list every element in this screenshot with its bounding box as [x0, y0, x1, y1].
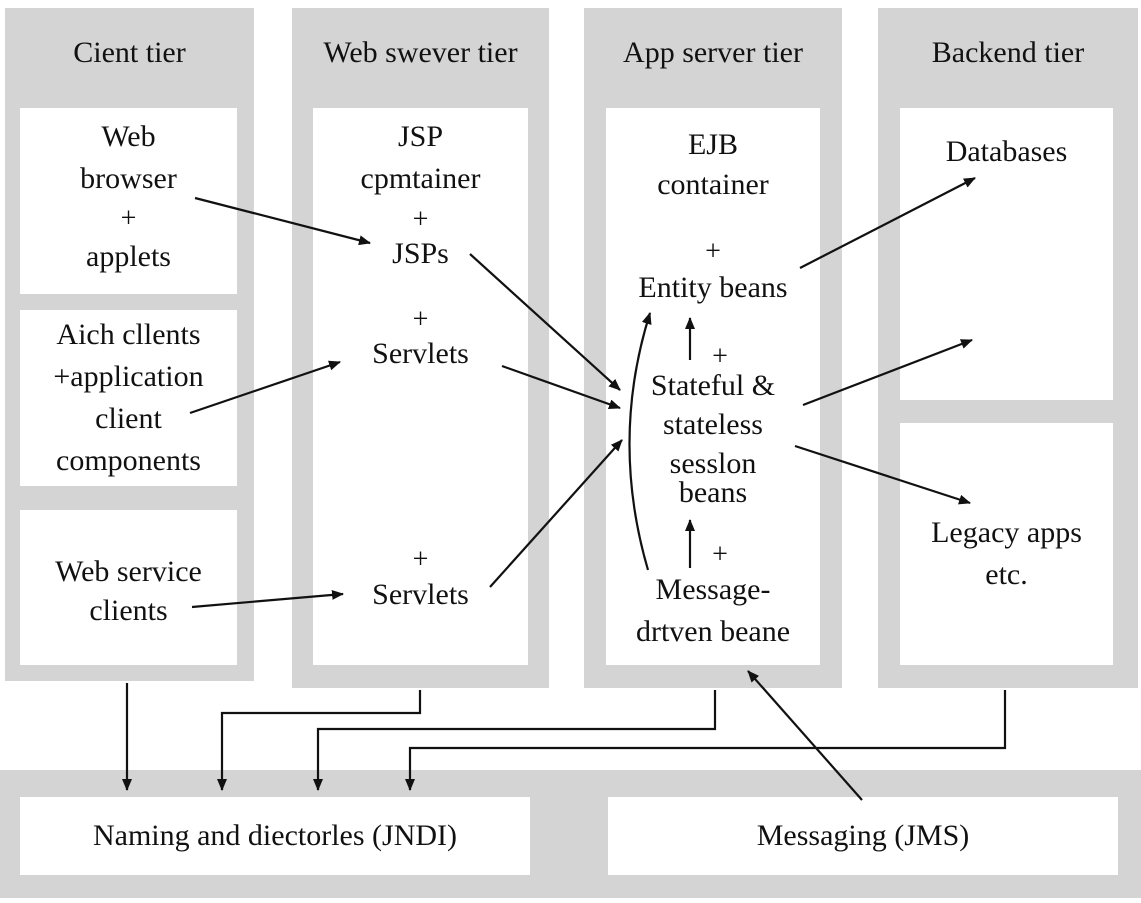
servlets2-plus: +	[412, 544, 429, 575]
rich-clients-line1: Aich cllents	[56, 318, 201, 351]
jsp-container-line2: cpmtainer	[360, 162, 481, 195]
app-tier-title: App server tier	[623, 36, 803, 69]
legacy-apps-box	[900, 423, 1113, 665]
arrow-web-to-jndi	[217, 690, 422, 791]
ejb-container-box	[606, 108, 820, 665]
web-browser-line1: Web	[101, 120, 156, 153]
servlets1-label: Servlets	[372, 337, 469, 370]
jsp-container-line1: JSP	[397, 120, 444, 153]
arrow-richclient-to-servlets	[189, 360, 341, 415]
legacy-line2: etc.	[985, 558, 1028, 591]
web-browser-line2: browser	[80, 162, 177, 195]
arrow-mdb-to-entity-curve	[628, 312, 652, 571]
web-service-clients-box	[20, 510, 237, 665]
jndi-box	[20, 797, 530, 875]
rich-clients-line2: +application	[53, 360, 204, 393]
mdb-plus: +	[712, 539, 728, 570]
jsps-plus: +	[412, 204, 429, 235]
legacy-line1: Legacy apps	[931, 516, 1082, 549]
backend-tier-title: Backend tier	[931, 36, 1085, 69]
arrow-servlets-to-ejb	[501, 364, 621, 410]
web-browser-plus: +	[120, 203, 137, 234]
mdb-line1: Message-	[655, 573, 771, 606]
jsps-label: JSPs	[392, 237, 449, 270]
arrow-backend-to-jndi	[405, 690, 1007, 791]
jms-label: Messaging (JMS)	[756, 819, 970, 852]
ejb-container-line2: container	[657, 168, 769, 201]
jms-box	[608, 797, 1118, 875]
arrow-jsps-to-ejb	[469, 253, 621, 391]
web-browser-box	[20, 108, 237, 294]
mdb-line2: drtven beane	[635, 615, 791, 648]
client-tier-title: Cient tier	[73, 36, 186, 69]
arrow-jms-to-mdb	[747, 670, 863, 801]
rich-clients-box	[20, 310, 237, 486]
servlets1-plus: +	[412, 304, 429, 335]
entity-beans-label: Entity beans	[638, 271, 788, 304]
entity-plus: +	[705, 236, 721, 267]
session-line3: sesslon	[669, 447, 757, 480]
arrow-session-to-legacy	[794, 444, 971, 505]
rich-clients-line3: client	[95, 402, 162, 435]
arrow-browser-to-jsps	[194, 196, 371, 246]
ejb-container-line1: EJB	[687, 128, 738, 161]
arrow-session-to-backend	[802, 338, 973, 407]
servlets2-label: Servlets	[372, 578, 469, 611]
session-line1: Stateful &	[650, 369, 776, 402]
ws-clients-line2: clients	[89, 594, 168, 627]
ws-clients-line1: Web service	[55, 555, 202, 588]
web-browser-line4: applets	[86, 240, 171, 273]
session-line2: stateless	[663, 408, 763, 441]
jsp-container-box	[313, 108, 528, 665]
session-line4: beans	[678, 476, 748, 509]
arrow-app-to-jndi	[313, 690, 717, 791]
jndi-label: Naming and diectorles (JNDI)	[92, 819, 458, 852]
web-tier-title: Web swever tier	[323, 36, 518, 69]
arrow-entity-to-databases	[799, 177, 976, 269]
arrow-servlets2-to-ejb	[489, 439, 623, 588]
arrow-wsclient-to-servlets	[191, 589, 344, 609]
rich-clients-line4: components	[56, 444, 201, 477]
databases-label: Databases	[945, 135, 1068, 168]
databases-box	[900, 108, 1113, 400]
session-plus: +	[712, 341, 728, 372]
